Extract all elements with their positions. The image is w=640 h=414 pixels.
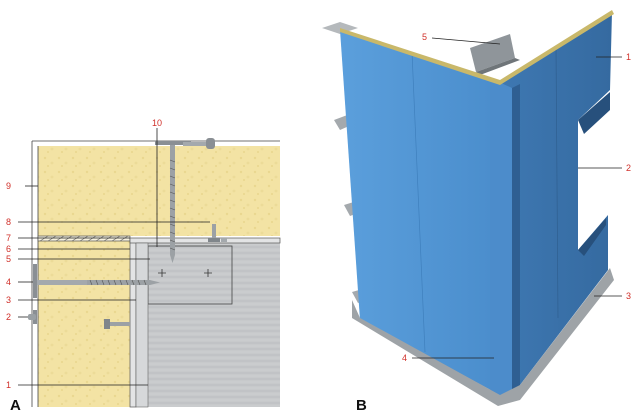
side-wall-panel (500, 12, 612, 395)
top-edge-strip (340, 10, 614, 85)
callout-b-5: 5 (422, 32, 427, 42)
top-channel (470, 34, 515, 72)
small-screw-right (104, 319, 130, 329)
callout-a-9: 9 (6, 181, 11, 191)
panel-b-leaders (412, 37, 622, 359)
bottom-rail (352, 268, 614, 406)
insulation-left-strip (38, 236, 130, 407)
callout-a-7: 7 (6, 233, 11, 243)
callout-a-4: 4 (6, 277, 11, 287)
callout-a-6: 6 (6, 244, 11, 254)
steel-sheet (135, 242, 280, 407)
callout-a-2: 2 (6, 312, 11, 322)
callout-a-1: 1 (6, 380, 11, 390)
callout-b-3: 3 (626, 291, 631, 301)
panel-a-letter: A (10, 397, 21, 414)
angled-screw (208, 224, 227, 242)
callout-a-8: 8 (6, 217, 11, 227)
insulation-top-block (38, 146, 280, 236)
front-wall-panel (340, 30, 500, 395)
callout-b-2: 2 (626, 163, 631, 173)
callout-a-3: 3 (6, 295, 11, 305)
callout-a-10: 10 (152, 118, 162, 128)
panel-a-leaders (18, 128, 210, 386)
vertical-screw (155, 138, 215, 263)
panel-b-letter: B (356, 397, 367, 414)
vertical-profile (129, 241, 137, 408)
callout-b-1: 1 (626, 52, 631, 62)
panel-a-section-drawing: 10 9 8 7 6 5 4 3 2 1 A (6, 118, 281, 414)
horizontal-profile (129, 237, 281, 244)
callout-b-4: 4 (402, 353, 407, 363)
small-screw-left (28, 310, 37, 324)
long-screw (33, 264, 160, 298)
panel-b-3d-view: 5 1 2 3 4 B (322, 10, 631, 414)
callout-a-5: 5 (6, 254, 11, 264)
corner-profile (490, 78, 512, 400)
